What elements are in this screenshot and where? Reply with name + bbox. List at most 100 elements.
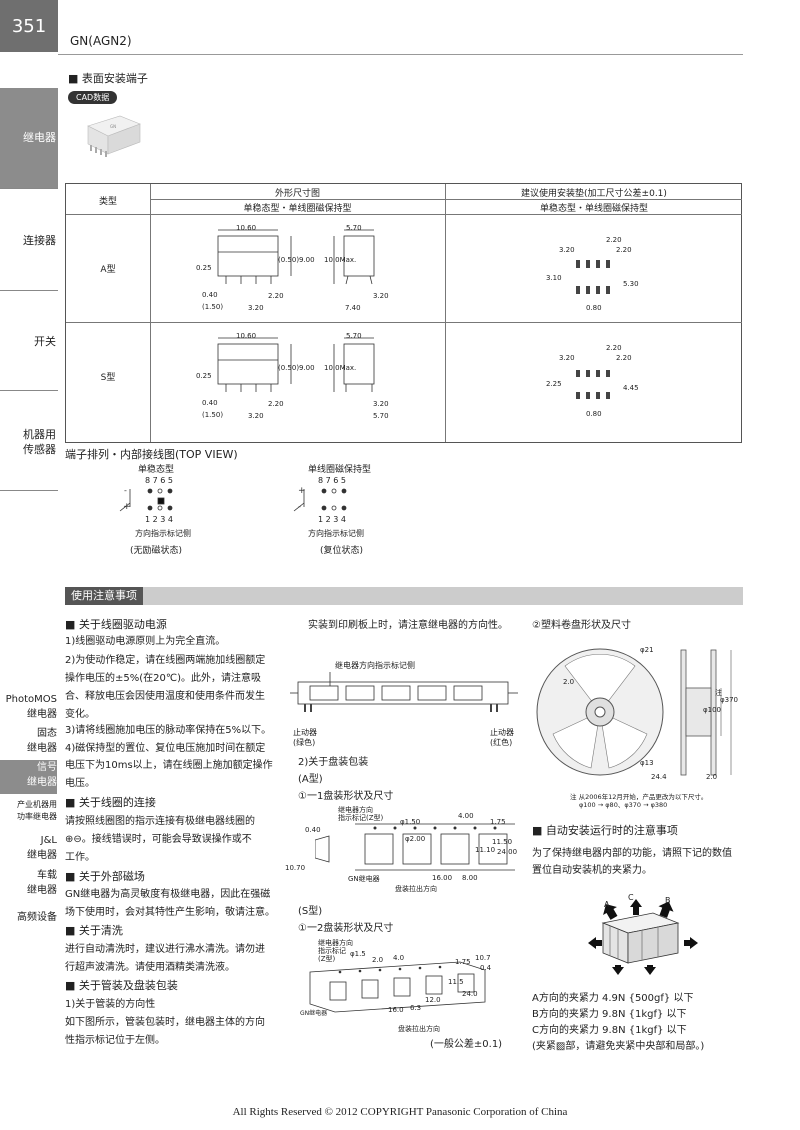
stopper-red-color: (红色) bbox=[490, 738, 513, 747]
latch-title: 单线圈磁保持型 bbox=[308, 465, 372, 475]
reel-note: 注 从2006年12月开始，产品更改为以下尺寸。 bbox=[570, 793, 708, 801]
subnav-label: 继电器 bbox=[27, 777, 57, 788]
subnav-hf[interactable]: 高频设备 bbox=[0, 910, 57, 925]
a-dim: (0.50) bbox=[278, 256, 300, 264]
usage-line: 性指示标记位于左侧。 bbox=[65, 1035, 165, 1046]
tolerance-note: (一般公差±0.1) bbox=[430, 1039, 503, 1050]
pull-direction-label: 盘装拉出方向 bbox=[395, 885, 437, 893]
s-dim: 9.00 bbox=[299, 364, 315, 372]
latch-state: (复位状态) bbox=[320, 546, 364, 556]
col-outline: 外形尺寸图 bbox=[274, 189, 320, 199]
clamp-note: (夹紧▨部，请避免夹紧中央部和局部。) bbox=[532, 1041, 705, 1052]
subnav-auto[interactable]: 车载 继电器 bbox=[0, 868, 57, 898]
a-dim: 3.20 bbox=[373, 292, 389, 300]
stopper-green: 止动器 bbox=[293, 728, 317, 737]
s-pad-dim: 2.20 bbox=[616, 354, 632, 362]
a-dim: 2.20 bbox=[268, 292, 284, 300]
tape-s-mark2: 指示标记 bbox=[318, 947, 346, 955]
a-dim: 7.40 bbox=[345, 304, 361, 312]
latch-mark-note: 方向指示标记侧 bbox=[308, 529, 364, 538]
auto-mount-heading: ■ 自动安装运行时的注意事项 bbox=[532, 824, 678, 837]
stopper-green-color: (绿色) bbox=[293, 738, 316, 747]
reel-dim: 2.0 bbox=[706, 773, 718, 781]
tape-s-dim: 4.0 bbox=[393, 954, 405, 962]
col-pad: 建议使用安装垫(加工尺寸公差±0.1) bbox=[521, 189, 667, 199]
svg-text:-: - bbox=[298, 502, 301, 511]
sub-pad: 单稳态型・单线圈磁保持型 bbox=[539, 204, 648, 214]
reel-pack-heading: 2)关于盘装包装 bbox=[298, 757, 369, 768]
nav-switch[interactable]: 开关 bbox=[0, 333, 58, 349]
s-pad-dim: 2.25 bbox=[546, 380, 562, 388]
tape-a-dim: 11.50 bbox=[492, 838, 513, 846]
reel-dim: φ100 bbox=[703, 706, 721, 714]
s-dim: 10.0Max. bbox=[324, 364, 357, 372]
cad-data-badge[interactable]: CAD数据 bbox=[68, 91, 118, 104]
subnav-label: 继电器 bbox=[27, 850, 57, 861]
subnav-label: 车载 bbox=[37, 870, 57, 881]
nav-switch-label: 开关 bbox=[34, 335, 56, 348]
a-dim: 5.70 bbox=[346, 224, 362, 232]
clamp-label-b: B bbox=[665, 896, 671, 905]
relay-photo: GN bbox=[87, 115, 141, 157]
nav-connector-label: 连接器 bbox=[23, 234, 56, 247]
spec-table: 类型 外形尺寸图 建议使用安装垫(加工尺寸公差±0.1) 单稳态型・单线圈磁保持… bbox=[65, 183, 742, 443]
usage-line: 操作电压的±5%(在20℃)。此外，请注意吸 bbox=[65, 673, 262, 684]
subnav-label: 固态 bbox=[37, 728, 57, 739]
latch-bottom-pins: 1 2 3 4 bbox=[318, 515, 346, 524]
usage-line: 3)请将线圈施加电压的脉动率保持在5%以下。 bbox=[65, 725, 272, 736]
tape-a-diagram bbox=[315, 823, 515, 871]
reel-heading: ②塑料卷盘形状及尺寸 bbox=[532, 620, 631, 631]
nav-sensor[interactable]: 机器用 传感器 bbox=[0, 427, 58, 457]
tube-diagram bbox=[290, 672, 518, 712]
a-dim: 0.40 bbox=[202, 291, 218, 299]
reel-dim: 2.0 bbox=[563, 678, 575, 686]
subnav-label: 继电器 bbox=[27, 743, 57, 754]
subnav-power[interactable]: 产业机器用 功率继电器 bbox=[0, 799, 57, 823]
page-number: 351 bbox=[0, 0, 58, 52]
a-type-pad-layout bbox=[576, 260, 610, 294]
clamp-label-a: A bbox=[604, 900, 610, 909]
tape-s-dim: 0.4 bbox=[480, 964, 492, 972]
subnav-photomos[interactable]: PhotoMOS 继电器 bbox=[0, 692, 57, 722]
a-pad-dim: 2.20 bbox=[616, 246, 632, 254]
clamp-force-c: C方向的夹紧力 9.8N {1kgf} 以下 bbox=[532, 1025, 687, 1036]
tape-s-dim: 6.3 bbox=[410, 1004, 422, 1012]
tape-a-dim: 8.00 bbox=[462, 874, 478, 882]
a-dim: 9.00 bbox=[299, 256, 315, 264]
a-dim: 10.0Max. bbox=[324, 256, 357, 264]
reel-note-label: 注 bbox=[715, 689, 722, 697]
tape-a-dim: 0.40 bbox=[305, 826, 321, 834]
a-pad-dim: 0.80 bbox=[586, 304, 602, 312]
usage-line: 1)关于管装的方向性 bbox=[65, 999, 156, 1010]
clamp-force-b: B方向的夹紧力 9.8N {1kgf} 以下 bbox=[532, 1009, 687, 1020]
tape-s-mark3: (Z型) bbox=[318, 955, 336, 963]
svg-text:GN: GN bbox=[110, 124, 116, 129]
clamp-label-c: C bbox=[628, 893, 634, 902]
mono-mark-note: 方向指示标记侧 bbox=[135, 529, 191, 538]
tape-a-heading: ①一1盘装形状及尺寸 bbox=[298, 791, 394, 802]
header-divider bbox=[58, 54, 743, 55]
a-pad-dim: 3.20 bbox=[559, 246, 575, 254]
usage-line: 4)磁保持型的置位、复位电压施加时间在额定 bbox=[65, 743, 266, 754]
nav-connector[interactable]: 连接器 bbox=[0, 232, 58, 248]
tape-s-mark: 继电器方向 bbox=[318, 939, 353, 947]
s-pad-dim: 2.20 bbox=[606, 344, 622, 352]
subnav-label: J&L bbox=[40, 835, 57, 846]
nav-relay[interactable]: 继电器 bbox=[0, 88, 58, 188]
reel-diagram bbox=[536, 648, 732, 776]
subnav-signal[interactable]: 信号 继电器 bbox=[0, 760, 57, 794]
subnav-ssr[interactable]: 固态 继电器 bbox=[0, 726, 57, 756]
reel-dim: φ21 bbox=[640, 646, 654, 654]
tape-a-dim: 16.00 bbox=[432, 874, 453, 882]
subnav-jl[interactable]: J&L 继电器 bbox=[0, 833, 57, 863]
tape-s-dim: 10.7 bbox=[475, 954, 491, 962]
a-dim: (1.50) bbox=[202, 303, 224, 311]
usage-line: 1)线圈驱动电源原则上为完全直流。 bbox=[65, 636, 226, 647]
copyright-footer: All Rights Reserved © 2012 COPYRIGHT Pan… bbox=[232, 1106, 568, 1118]
usage-line: 变化。 bbox=[65, 709, 95, 720]
usage-bar bbox=[65, 587, 743, 605]
mono-bottom-pins: 1 2 3 4 bbox=[145, 515, 173, 524]
gn-relay-label: GN继电器 bbox=[348, 875, 380, 883]
mono-title: 单稳态型 bbox=[138, 465, 175, 475]
tape-a-dim: φ1.50 bbox=[400, 818, 421, 826]
